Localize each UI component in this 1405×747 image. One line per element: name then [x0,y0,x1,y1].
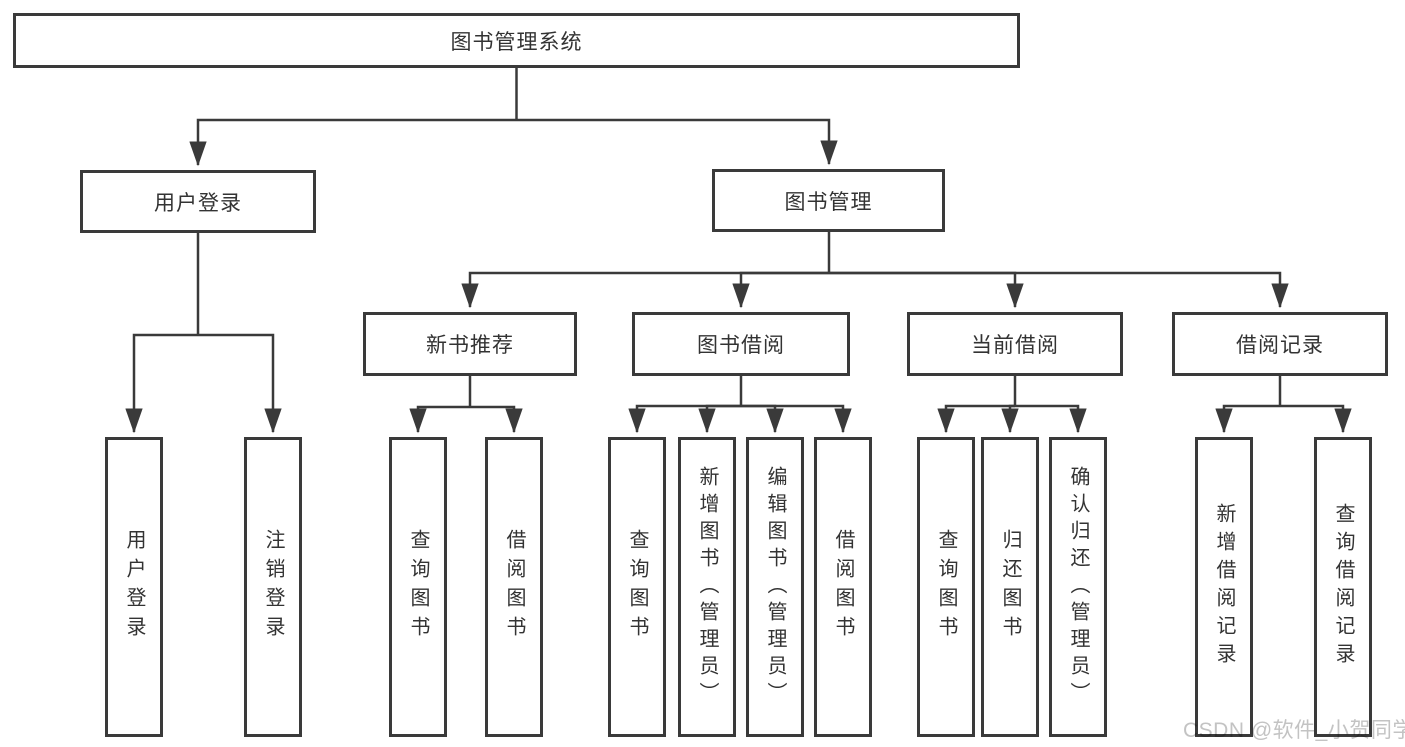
node-new-book-recommend: 新书推荐 [363,312,577,376]
node-book-management: 图书管理 [712,169,945,232]
node-query-borrow-record: 查询借阅记录 [1314,437,1372,737]
node-borrow-books-leaf: 借阅图书 [814,437,872,737]
watermark: CSDN @软件_小贺同学 [1183,719,1405,742]
node-book-borrowing: 图书借阅 [632,312,850,376]
node-return-book: 归还图书 [981,437,1039,737]
node-user-login: 用户登录 [80,170,316,233]
node-query-books-current: 查询图书 [917,437,975,737]
node-logout-leaf: 注销登录 [244,437,302,737]
node-confirm-return-admin: 确认归还（管理员） [1049,437,1107,737]
node-user-login-leaf: 用户登录 [105,437,163,737]
node-add-book-admin: 新增图书（管理员） [678,437,736,737]
node-borrowing-records: 借阅记录 [1172,312,1388,376]
node-current-borrowing: 当前借阅 [907,312,1123,376]
node-borrow-books-recommend: 借阅图书 [485,437,543,737]
node-library-management-system: 图书管理系统 [13,13,1020,68]
node-query-books-borrowing: 查询图书 [608,437,666,737]
node-query-books-recommend: 查询图书 [389,437,447,737]
node-edit-book-admin: 编辑图书（管理员） [746,437,804,737]
node-add-borrow-record: 新增借阅记录 [1195,437,1253,737]
